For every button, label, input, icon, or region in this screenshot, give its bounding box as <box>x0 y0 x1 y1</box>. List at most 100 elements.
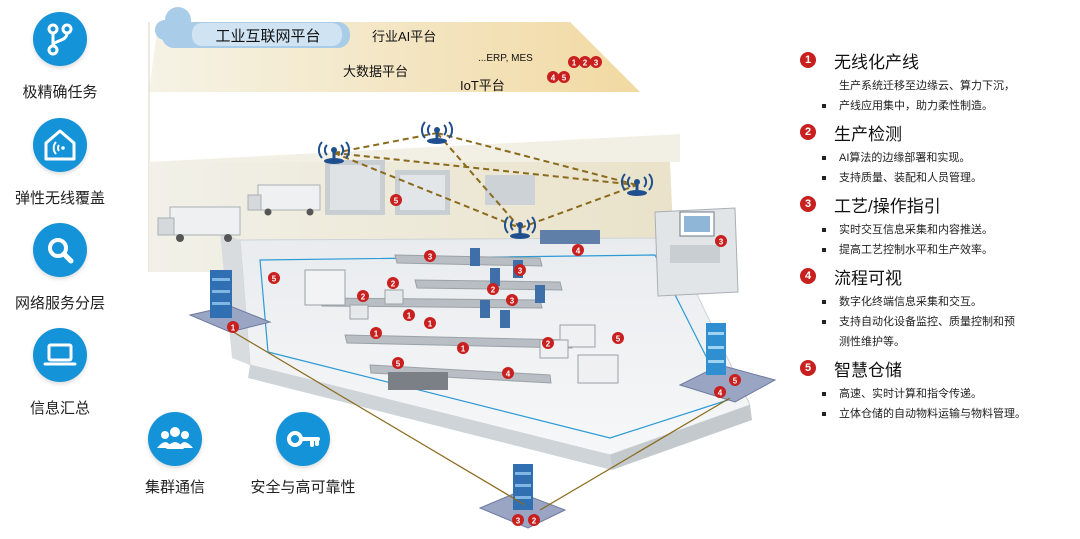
feature-info-summary: 信息汇总 <box>0 328 120 418</box>
badge-text: 5 <box>616 335 621 344</box>
platform-bigdata: 大数据平台 <box>343 64 408 79</box>
bullet-item: 立体仓储的自动物料运输与物料管理。 <box>800 404 1080 424</box>
section-title: 生产检测 <box>834 124 902 144</box>
badge-text: 5 <box>733 377 738 386</box>
badge-text: 5 <box>272 275 277 284</box>
section-number: 2 <box>800 124 816 140</box>
section-production-inspection: 2 生产检测 AI算法的边缘部署和实现。 支持质量、装配和人员管理。 <box>800 116 1080 188</box>
platform-erp: ...ERP, MES <box>478 53 533 64</box>
bullet-continuation: 测性维护等。 <box>839 336 905 348</box>
bullet-item: 数字化终端信息采集和交互。 <box>800 292 1080 312</box>
badge-text: 1 <box>374 330 379 339</box>
bullet-item: 实时交互信息采集和内容推送。 <box>800 220 1080 240</box>
server-tower-bottom <box>478 464 567 529</box>
section-title: 流程可视 <box>834 268 902 288</box>
section-number: 4 <box>800 268 816 284</box>
cloud-label: 工业互联网平台 <box>215 28 320 45</box>
badge-text: 4 <box>576 247 581 256</box>
bullet-item: 生产系统迁移至边缘云、算力下沉， <box>839 80 1015 92</box>
feature-wireless-coverage: 弹性无线覆盖 <box>0 118 120 208</box>
feature-label: 集群通信 <box>144 479 205 496</box>
bullet-item: 支持质量、装配和人员管理。 <box>800 168 1080 188</box>
badge-text: 1 <box>428 320 433 329</box>
badge-text: 2 <box>532 517 537 526</box>
badge-text: 4 <box>506 370 511 379</box>
search-icon <box>33 223 87 277</box>
bullet-item: 产线应用集中，助力柔性制造。 <box>800 96 1080 116</box>
badge-text: 2 <box>391 280 396 289</box>
backhaul-cables <box>229 329 731 511</box>
section-wireless-line: 1 无线化产线 生产系统迁移至边缘云、算力下沉， 产线应用集中，助力柔性制造。 <box>800 44 1080 116</box>
bullet-item: 支持自动化设备监控、质量控制和预 <box>800 312 1080 332</box>
network-plane-top <box>149 134 680 162</box>
laptop-icon <box>33 328 87 382</box>
factory-inner-line <box>259 254 729 439</box>
smart-factory-scene: 工业互联网平台 行业AI平台 ...ERP, MES 大数据平台 IoT平台 1… <box>148 7 777 529</box>
cloud-icon <box>155 7 350 48</box>
badge-text: 5 <box>562 74 567 83</box>
badge-text: 1 <box>407 312 412 321</box>
feature-security: 安全与高可靠性 <box>243 412 363 497</box>
section-title: 无线化产线 <box>834 52 919 72</box>
badge-text: 3 <box>516 517 521 526</box>
truck-left <box>157 206 241 242</box>
section-title: 工艺/操作指引 <box>834 196 941 216</box>
platform-badges: 1 2 3 4 5 <box>547 56 602 83</box>
badge-text: 5 <box>396 360 401 369</box>
section-header: 4 流程可视 <box>800 260 1080 292</box>
badge-text: 3 <box>594 59 599 68</box>
truck-right <box>247 184 321 216</box>
wireless-links <box>333 132 638 229</box>
scene-badges: 1 1 1 1 1 2 2 2 2 3 3 3 3 2 3 4 4 4 5 5 … <box>227 194 741 526</box>
section-header: 5 智慧仓储 <box>800 352 1080 384</box>
section-process-guidance: 3 工艺/操作指引 实时交互信息采集和内容推送。 提高工艺控制水平和生产效率。 <box>800 188 1080 260</box>
section-title: 智慧仓储 <box>834 360 902 380</box>
badge-text: 1 <box>231 324 236 333</box>
house-wifi-icon <box>33 118 87 172</box>
bullet-item: AI算法的边缘部署和实现。 <box>800 148 1080 168</box>
feature-precise-task: 极精确任务 <box>0 12 120 102</box>
section-header: 2 生产检测 <box>800 116 1080 148</box>
feature-label: 网络服务分层 <box>14 295 105 312</box>
feature-label: 弹性无线覆盖 <box>14 190 105 207</box>
badge-text: 3 <box>719 238 724 247</box>
section-process-visibility: 4 流程可视 数字化终端信息采集和交互。 支持自动化设备监控、质量控制和预 测性… <box>800 260 1080 352</box>
badge-text: 5 <box>394 197 399 206</box>
left-feature-column: 极精确任务 弹性无线覆盖 网络服务分层 信息汇总 <box>0 0 120 539</box>
platform-iot: IoT平台 <box>460 78 505 93</box>
platform-ai: 行业AI平台 <box>372 29 436 44</box>
warehouse-racks <box>325 160 535 215</box>
key-icon <box>276 412 330 466</box>
badge-text: 1 <box>572 59 577 68</box>
group-icon <box>148 412 202 466</box>
section-header: 1 无线化产线 <box>800 44 1080 76</box>
badge-text: 3 <box>510 297 515 306</box>
server-tower-right <box>678 323 777 403</box>
badge-text: 4 <box>718 389 723 398</box>
section-smart-warehouse: 5 智慧仓储 高速、实时计算和指令传递。 立体仓储的自动物料运输与物料管理。 <box>800 352 1080 424</box>
badge-text: 3 <box>518 267 523 276</box>
badge-text: 1 <box>461 345 466 354</box>
feature-label: 安全与高可靠性 <box>250 479 356 496</box>
badge-text: 4 <box>551 74 556 83</box>
feature-service-layering: 网络服务分层 <box>0 223 120 313</box>
badge-text: 2 <box>583 59 588 68</box>
feature-label: 信息汇总 <box>29 400 90 417</box>
section-header: 3 工艺/操作指引 <box>800 188 1080 220</box>
feature-list: 1 无线化产线 生产系统迁移至边缘云、算力下沉， 产线应用集中，助力柔性制造。 … <box>800 44 1080 424</box>
wifi-antenna-icon <box>318 121 653 239</box>
badge-text: 3 <box>428 253 433 262</box>
factory-wall-right <box>610 405 752 470</box>
badge-text: 2 <box>546 340 551 349</box>
section-number: 5 <box>800 360 816 376</box>
control-room <box>654 207 739 297</box>
server-tower-left <box>188 270 272 333</box>
branch-icon <box>33 12 87 66</box>
feature-label: 极精确任务 <box>22 84 98 101</box>
section-number: 1 <box>800 52 816 68</box>
badge-text: 2 <box>361 293 366 302</box>
badge-text: 2 <box>491 286 496 295</box>
section-number: 3 <box>800 196 816 212</box>
feature-cluster-comm: 集群通信 <box>115 412 235 497</box>
bullet-item: 高速、实时计算和指令传递。 <box>800 384 1080 404</box>
